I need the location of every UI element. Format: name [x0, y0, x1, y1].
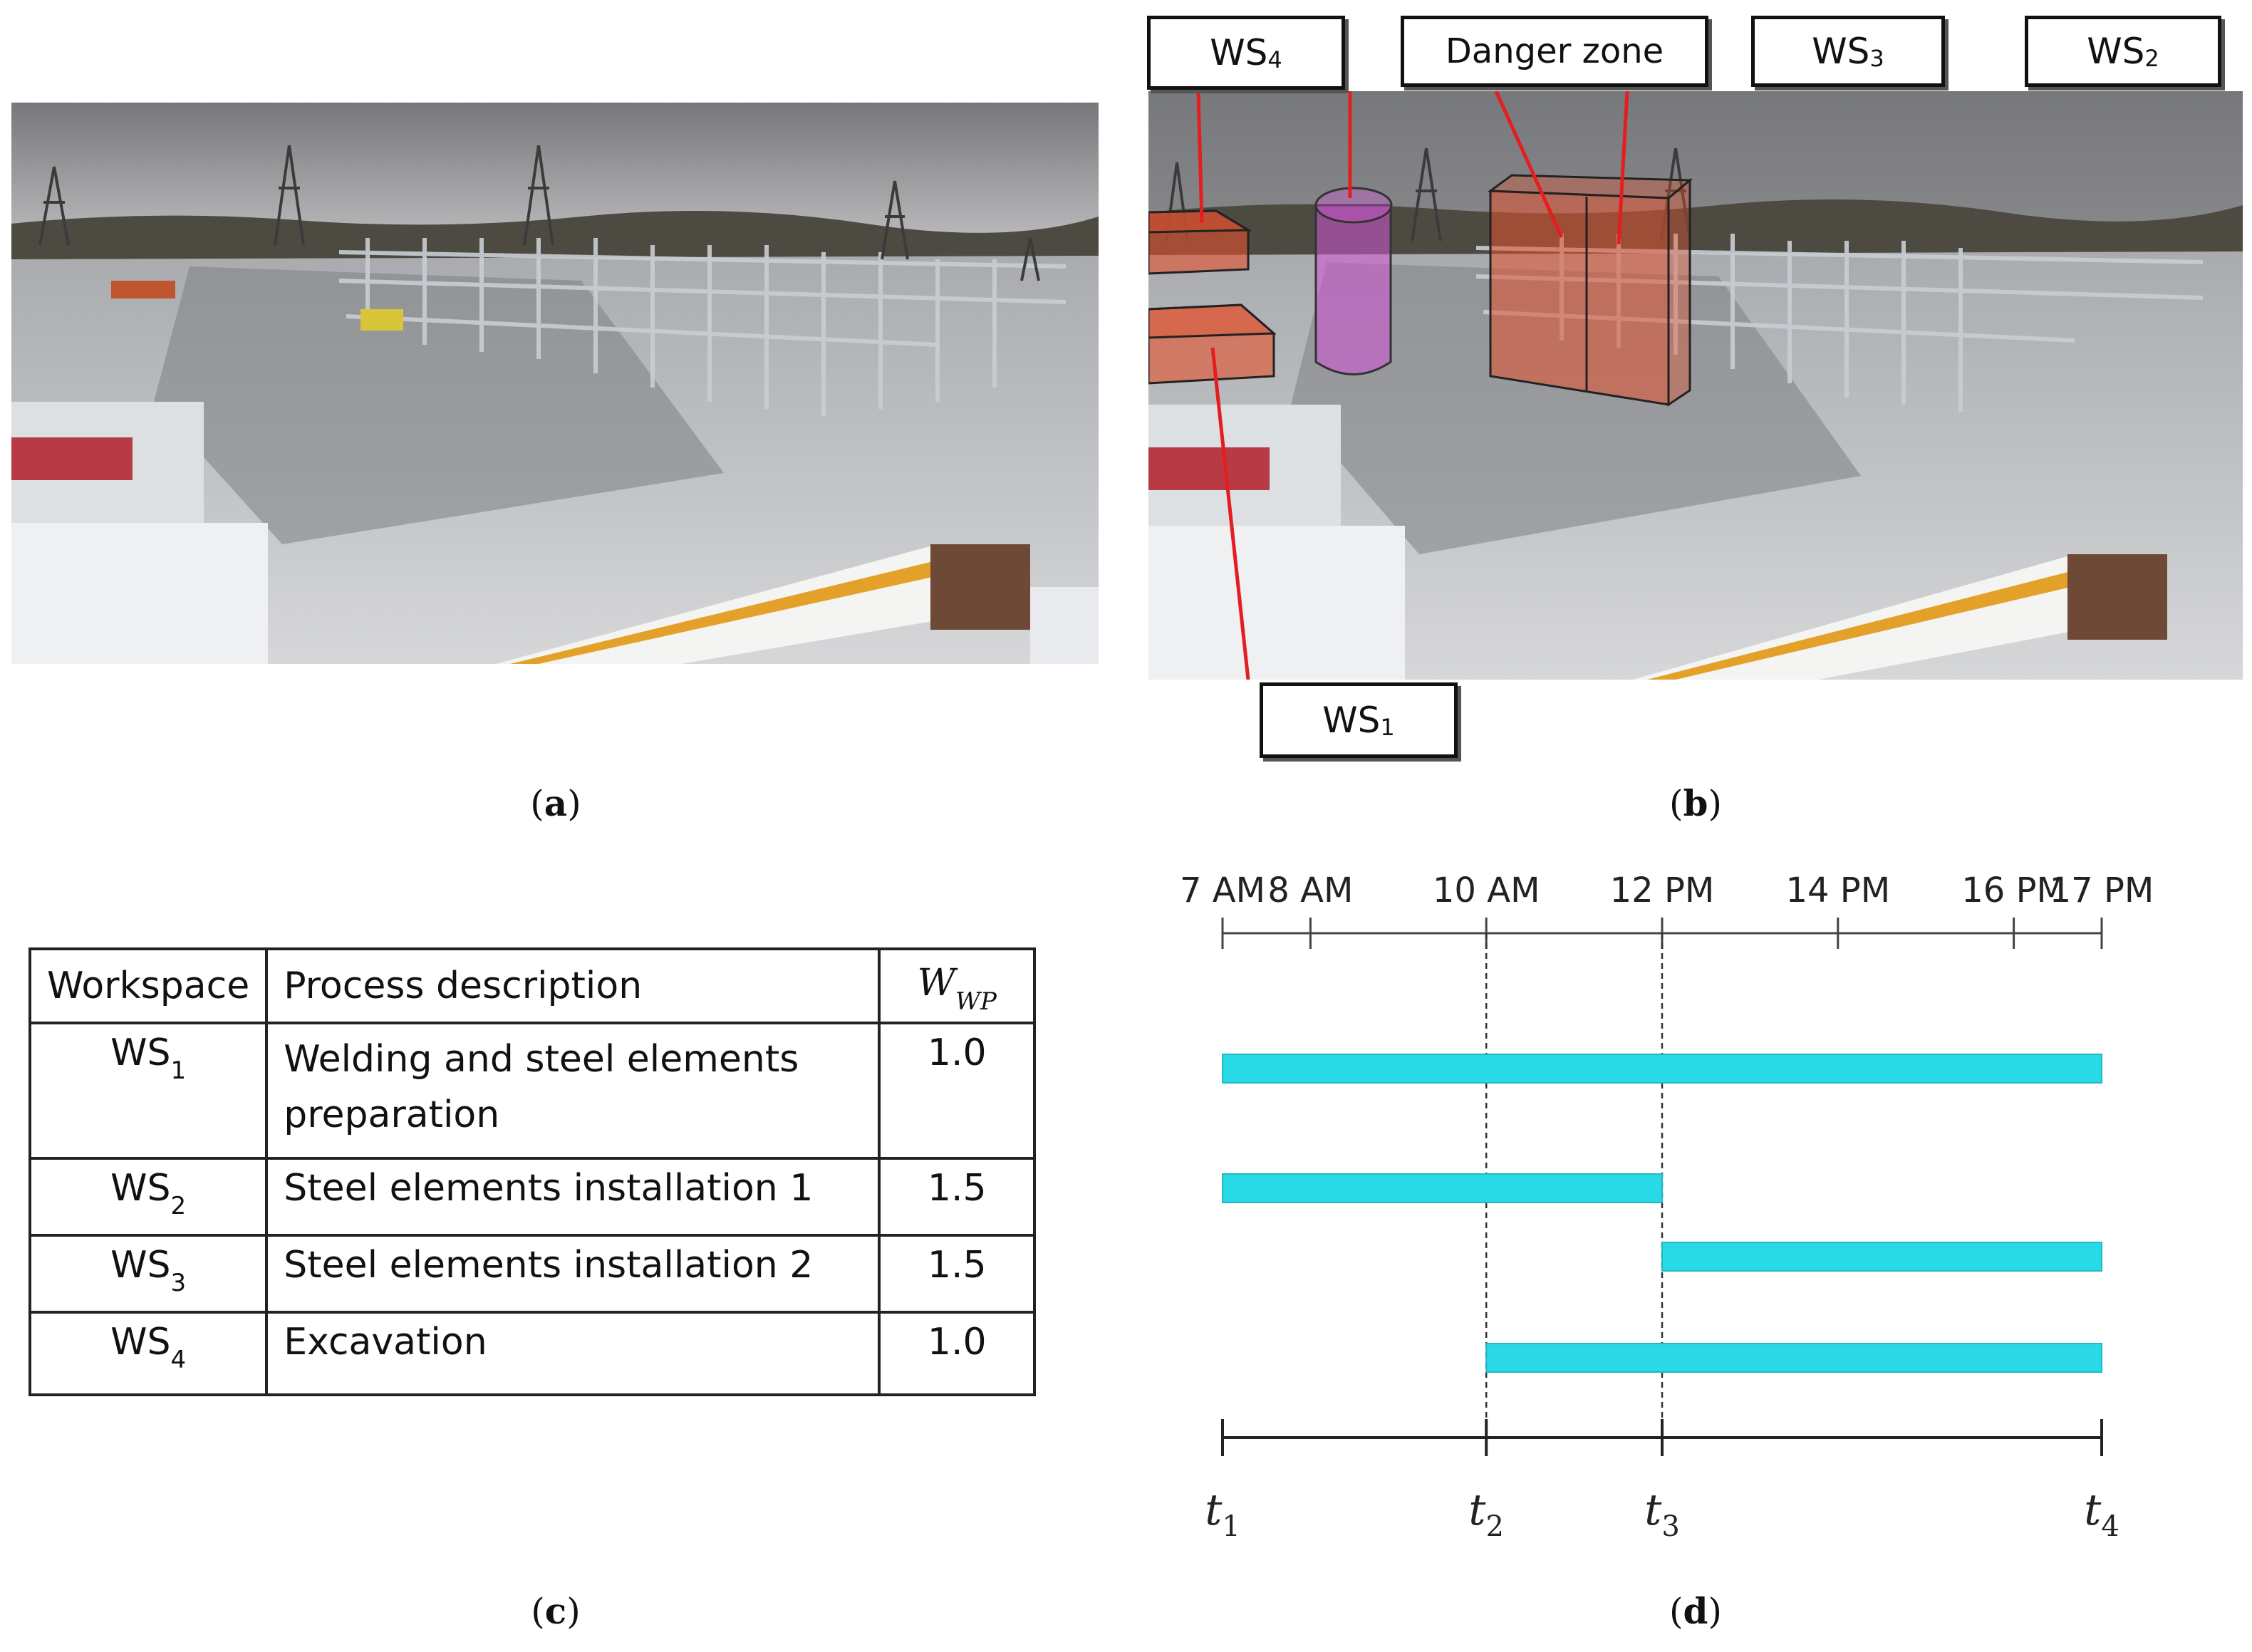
row-process: Steel elements installation 2	[265, 1234, 881, 1314]
table-row: WS2 Steel elements installation 1 1.5	[28, 1157, 1037, 1237]
ws-base: WS	[110, 1167, 171, 1210]
ws-base: WS	[110, 1032, 171, 1074]
site-photo-b	[1148, 91, 2243, 680]
time-axis-tick-label: 10 AM	[1433, 871, 1540, 910]
workspace-table: Workspace Process description WWP WS1 We…	[28, 947, 1037, 1396]
ws-sub: 1	[170, 1056, 187, 1086]
ws4-label-sub: 4	[1267, 46, 1282, 73]
ws-sub: 2	[170, 1192, 187, 1221]
row-process: Excavation	[265, 1311, 881, 1396]
header-weight-sub: WP	[955, 987, 997, 1016]
gantt-bar	[1661, 1242, 2102, 1272]
header-process: Process description	[265, 947, 881, 1024]
row-weight: 1.0	[878, 1022, 1037, 1160]
time-axis-tick-label: 7 AM	[1180, 871, 1265, 910]
row-workspace: WS4	[28, 1311, 269, 1396]
time-axis-tick-label: 14 PM	[1785, 871, 1890, 910]
danger-zone-label: Danger zone	[1401, 16, 1708, 87]
ws1-label-sub: 1	[1380, 714, 1395, 741]
site-photo-a	[11, 103, 1099, 664]
row-process: Welding and steel elements preparation	[265, 1022, 881, 1160]
row-workspace: WS1	[28, 1022, 269, 1160]
table-row: WS3 Steel elements installation 2 1.5	[28, 1234, 1037, 1314]
ws1-label-text: WS	[1322, 700, 1381, 741]
time-marker-label: t4	[2084, 1485, 2119, 1543]
caption-d: (d)	[1669, 1590, 1722, 1632]
gantt-bar	[1222, 1173, 1663, 1203]
table-row: WS4 Excavation 1.0	[28, 1311, 1037, 1396]
ws3-label-text: WS	[1812, 31, 1870, 72]
caption-c: (c)	[531, 1590, 581, 1632]
ws-sub: 4	[170, 1346, 187, 1375]
annotated-site-photo	[1148, 91, 2243, 680]
row-weight: 1.0	[878, 1311, 1037, 1396]
time-marker-label: t3	[1644, 1485, 1680, 1543]
ws2-label-text: WS	[2087, 31, 2145, 72]
danger-zone-label-text: Danger zone	[1445, 31, 1664, 71]
table-header-row: Workspace Process description WWP	[28, 947, 1037, 1024]
ws-base: WS	[110, 1321, 171, 1363]
ws4-zone	[1148, 209, 1252, 275]
time-axis-tick-label: 16 PM	[1961, 871, 2066, 910]
table-row: WS1 Welding and steel elements preparati…	[28, 1022, 1037, 1160]
caption-c-letter: c	[544, 1590, 567, 1632]
time-marker-label: t1	[1205, 1485, 1240, 1543]
ws2-label-sub: 2	[2144, 45, 2159, 72]
time-axis-tick-label: 12 PM	[1610, 871, 1715, 910]
time-axis-tick-label: 8 AM	[1267, 871, 1353, 910]
row-process: Steel elements installation 1	[265, 1157, 881, 1237]
gantt-bar	[1222, 1054, 2102, 1084]
caption-b-letter: b	[1683, 782, 1708, 824]
ws-base: WS	[110, 1244, 171, 1287]
caption-d-letter: d	[1683, 1590, 1708, 1632]
ws1-zone	[1148, 303, 1277, 385]
header-workspace: Workspace	[28, 947, 269, 1024]
row-weight: 1.5	[878, 1157, 1037, 1237]
caption-a-letter: a	[544, 782, 568, 824]
time-marker-label: t2	[1468, 1485, 1504, 1543]
row-workspace: WS2	[28, 1157, 269, 1237]
ws4-label-text: WS	[1210, 32, 1268, 73]
header-weight-base: W	[917, 962, 956, 1005]
danger-zone-cylinder	[1314, 187, 1393, 375]
construction-site-photo	[11, 103, 1099, 664]
ws3-ws2-zone	[1487, 174, 1693, 407]
caption-a: (a)	[530, 782, 581, 824]
ws3-label-sub: 3	[1869, 45, 1884, 72]
header-weight: WWP	[878, 947, 1037, 1024]
time-axis-tick-label: 17 PM	[2050, 871, 2154, 910]
gantt-bar	[1485, 1343, 2102, 1373]
ws-sub: 3	[170, 1269, 187, 1298]
caption-b: (b)	[1669, 782, 1722, 824]
row-workspace: WS3	[28, 1234, 269, 1314]
row-weight: 1.5	[878, 1234, 1037, 1314]
